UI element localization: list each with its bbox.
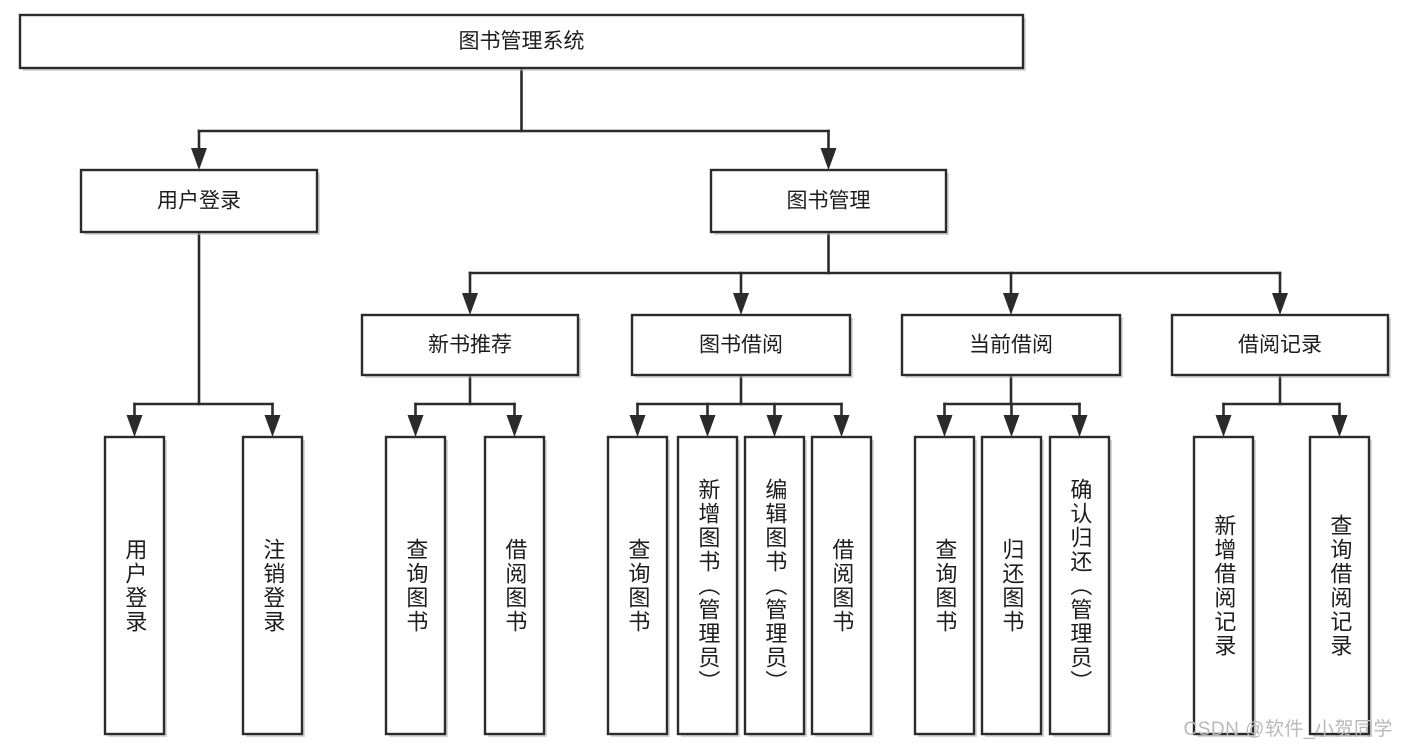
node-label-borrow-record: 借阅记录 <box>1238 334 1322 357</box>
node-box-leaf-return-book[interactable] <box>980 435 1043 736</box>
arrow-head-icon <box>126 415 143 437</box>
node-box-new-book-rec[interactable] <box>360 313 580 377</box>
arrow-head-icon <box>629 415 646 437</box>
boxes-layer <box>18 13 1391 737</box>
arrow-head-icon <box>1331 415 1348 437</box>
node-label-book-borrow: 图书借阅 <box>699 334 783 357</box>
node-box-leaf-add-record[interactable] <box>1192 435 1255 736</box>
node-box-leaf-user-logout[interactable] <box>241 435 304 736</box>
node-box-book-borrow[interactable] <box>630 313 852 377</box>
node-box-leaf-borrow-book[interactable] <box>810 435 873 736</box>
arrow-head-icon <box>833 415 850 437</box>
arrow-head-icon <box>506 415 523 437</box>
node-box-leaf-query-record[interactable] <box>1308 435 1371 736</box>
arrow-head-icon <box>1272 293 1288 315</box>
watermark-text: CSDN @软件_小贺同学 <box>1183 719 1393 740</box>
node-label-new-book-rec: 新书推荐 <box>428 334 512 357</box>
node-box-leaf-add-book[interactable] <box>676 435 739 736</box>
arrow-head-icon <box>407 415 424 437</box>
arrow-head-icon <box>1003 293 1019 315</box>
arrow-head-icon <box>733 293 749 315</box>
arrow-head-icon <box>936 415 953 437</box>
edges-layer <box>126 66 1348 437</box>
arrow-head-icon <box>766 415 783 437</box>
node-box-book-manage[interactable] <box>709 168 948 234</box>
node-label-book-manage: 图书管理 <box>787 190 871 213</box>
node-label-user-login: 用户登录 <box>157 190 241 213</box>
node-box-leaf-confirm-return[interactable] <box>1048 435 1111 736</box>
node-box-leaf-query-book-borrow[interactable] <box>606 435 669 736</box>
node-label-current-borrow: 当前借阅 <box>969 334 1053 357</box>
node-box-user-login[interactable] <box>79 168 319 234</box>
arrow-head-icon <box>1071 415 1088 437</box>
arrow-head-icon <box>1003 415 1020 437</box>
node-box-leaf-query-book-cur[interactable] <box>913 435 976 736</box>
node-label-root: 图书管理系统 <box>459 30 585 53</box>
arrow-head-icon <box>462 293 478 315</box>
node-box-current-borrow[interactable] <box>900 313 1122 377</box>
arrow-head-icon <box>191 148 207 170</box>
node-box-leaf-user-login[interactable] <box>103 435 166 736</box>
arrow-head-icon <box>820 148 837 170</box>
node-box-leaf-query-book-rec[interactable] <box>384 435 447 736</box>
node-box-root[interactable] <box>18 13 1025 70</box>
node-box-borrow-record[interactable] <box>1170 313 1390 377</box>
node-box-leaf-edit-book[interactable] <box>743 435 806 736</box>
arrow-head-icon <box>699 415 716 437</box>
arrow-head-icon <box>1215 415 1232 437</box>
arrow-head-icon <box>264 415 281 437</box>
node-box-leaf-borrow-book-rec[interactable] <box>483 435 546 736</box>
